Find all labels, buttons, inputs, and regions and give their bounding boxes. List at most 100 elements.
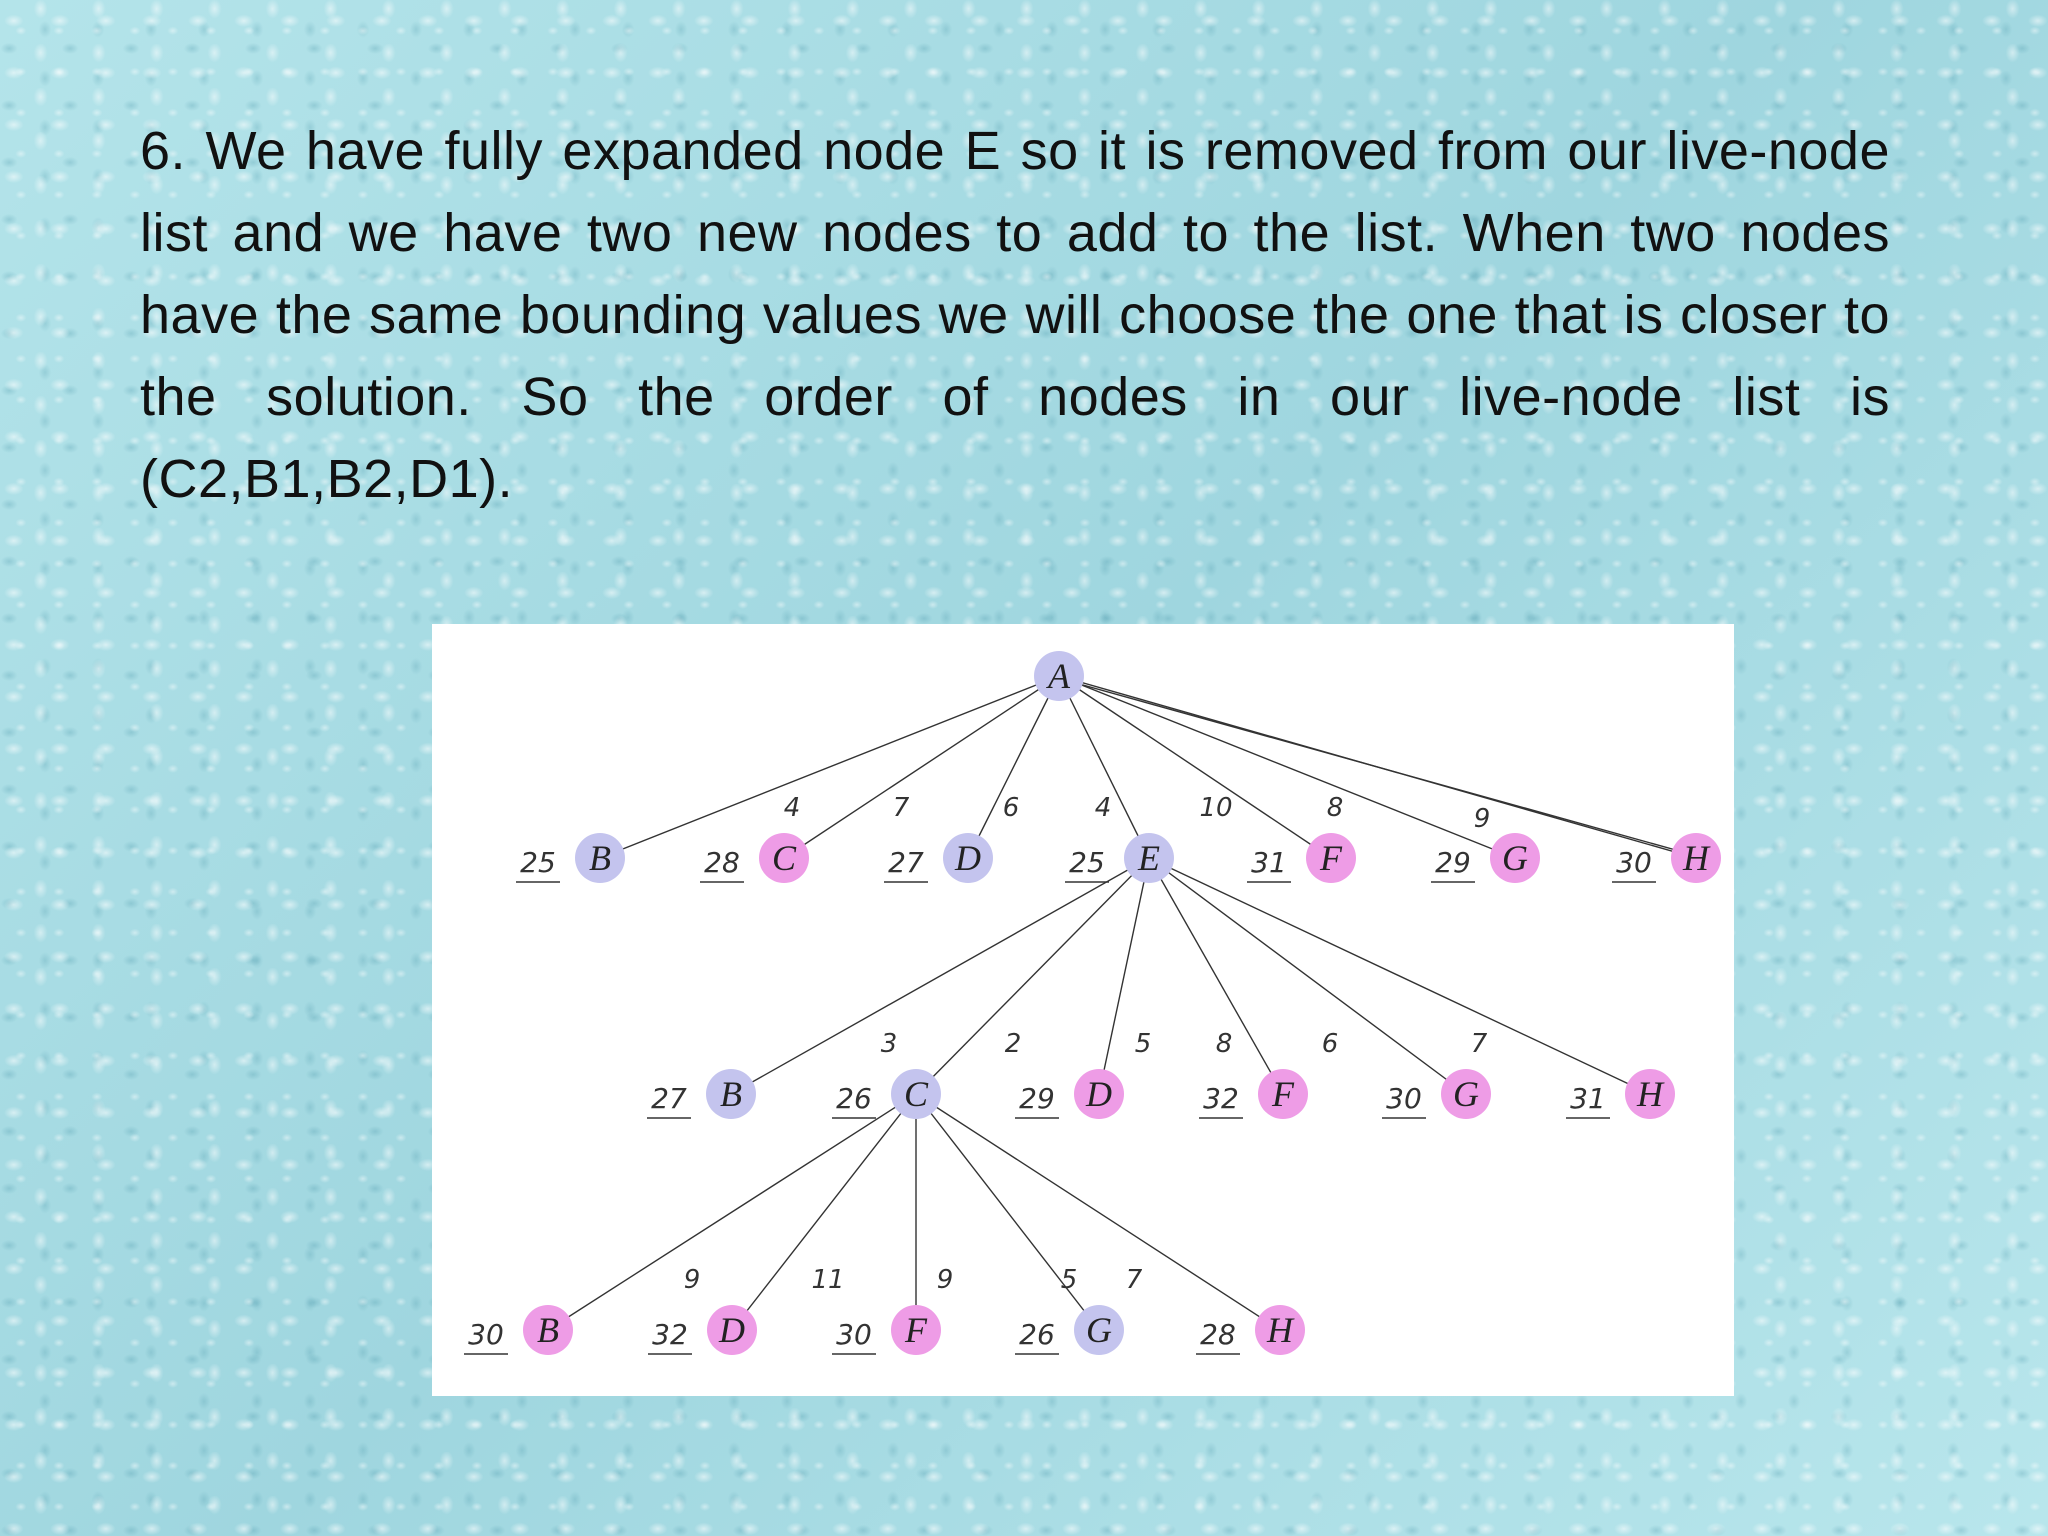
edge-a-h-second [1064, 679, 1691, 855]
node-l1-c-circle [759, 833, 809, 883]
cost-a-e: 6 [1003, 793, 1020, 823]
node-l2-c-label: C [904, 1074, 929, 1114]
node-l2-c: C26 [832, 1069, 941, 1119]
edge-e-h [1148, 857, 1651, 1095]
node-l1-d-bound: 27 [888, 846, 924, 879]
node-l3-f-circle [891, 1305, 941, 1355]
node-l1-b: B 25 [516, 833, 625, 883]
node-l3-g-label: G [1086, 1310, 1112, 1350]
node-l1-b-circle [575, 833, 625, 883]
node-l3-h-circle [1255, 1305, 1305, 1355]
node-l3-b-circle [523, 1305, 573, 1355]
cost-a-d: 7 [893, 793, 910, 823]
node-l1-g-circle [1490, 833, 1540, 883]
node-l2-b-label: B [720, 1074, 742, 1114]
node-l1-d-label: D [954, 838, 981, 878]
cost-c-f: 9 [937, 1265, 954, 1295]
node-l1-g-label: G [1502, 838, 1528, 878]
node-l2-h-bound: 31 [1570, 1082, 1606, 1115]
edge-a-b [599, 675, 1060, 859]
edge-e-b [730, 857, 1150, 1095]
node-l3-b: B 30 [464, 1305, 573, 1355]
tree-edges [547, 675, 1697, 1331]
cost-c-g: 5 [1061, 1265, 1078, 1295]
node-l1-b-label: B [589, 838, 611, 878]
node-l2-f-bound: 32 [1203, 1082, 1239, 1115]
edge-c-d [731, 1093, 917, 1331]
node-a-circle [1034, 651, 1084, 701]
cost-a-h: 8 [1327, 793, 1344, 823]
node-l2-f-circle [1258, 1069, 1308, 1119]
node-l3-h: H 28 [1196, 1305, 1305, 1355]
node-l2-b-bound: 27 [651, 1082, 687, 1115]
node-l1-f: F31 [1247, 833, 1356, 883]
cost-c-b: 9 [684, 1265, 701, 1295]
edge-a-c [783, 675, 1060, 859]
cost-a-g: 10 [1199, 793, 1232, 823]
node-l3-f-label: F [904, 1310, 928, 1350]
node-l2-h-circle [1625, 1069, 1675, 1119]
node-l1-d: D 27 [884, 833, 993, 883]
cost-e-c: 2 [1005, 1029, 1022, 1059]
node-l2-c-circle [891, 1069, 941, 1119]
node-l1-c-bound: 28 [704, 846, 740, 879]
node-l3-h-bound: 28 [1200, 1318, 1236, 1351]
node-l3-b-bound: 30 [468, 1318, 504, 1351]
slide-text: 6. We have fully expanded node E so it i… [140, 121, 1890, 509]
cost-a-c: 4 [784, 793, 801, 823]
node-l3-h-label: H [1266, 1310, 1295, 1350]
edge-c-b [547, 1093, 917, 1331]
node-l3-f-bound: 30 [836, 1318, 872, 1351]
node-l2-f: F 32 [1199, 1069, 1308, 1119]
edge-c-h [915, 1093, 1281, 1331]
node-l1-g-bound: 29 [1435, 846, 1471, 879]
node-l2-h-label: H [1636, 1074, 1665, 1114]
node-l1-e-label: E [1137, 838, 1160, 878]
node-l1-g: G 29 [1431, 833, 1540, 883]
cost-e-f: 8 [1216, 1029, 1233, 1059]
node-l1-f-circle [1306, 833, 1356, 883]
node-l3-f: F 30 [832, 1305, 941, 1355]
node-l3-g-bound: 26 [1019, 1318, 1055, 1351]
edge-a-g [1058, 675, 1516, 859]
edge-e-g [1148, 857, 1467, 1095]
cost-a-h-extra: 9 [1474, 804, 1491, 834]
node-a: A [1034, 651, 1084, 701]
node-l3-b-label: B [537, 1310, 559, 1350]
edge-e-c [915, 857, 1150, 1095]
node-l2-d: D 29 [1015, 1069, 1124, 1119]
cost-e-g: 6 [1322, 1029, 1339, 1059]
node-l1-c-label: C [772, 838, 797, 878]
node-l2-b: B 27 [647, 1069, 756, 1119]
node-l1-e-circle [1124, 833, 1174, 883]
node-l2-b-circle [706, 1069, 756, 1119]
node-l2-d-label: D [1085, 1074, 1112, 1114]
cost-e-d: 5 [1135, 1029, 1152, 1059]
node-l2-d-circle [1074, 1069, 1124, 1119]
node-l2-g-bound: 30 [1386, 1082, 1422, 1115]
cost-e-b: 3 [881, 1029, 898, 1059]
node-l3-d-circle [707, 1305, 757, 1355]
edge-a-e [1058, 675, 1150, 859]
node-l1-e-bound: 25 [1069, 846, 1105, 879]
node-l1-h-label: H [1682, 838, 1711, 878]
cost-c-d: 11 [811, 1265, 844, 1295]
node-l1-d-circle [943, 833, 993, 883]
edge-a-d [967, 675, 1060, 859]
node-l2-g-label: G [1453, 1074, 1479, 1114]
node-l2-f-label: F [1271, 1074, 1295, 1114]
node-l2-g-circle [1441, 1069, 1491, 1119]
node-l1-e: E 25 [1065, 833, 1174, 883]
node-l3-d-label: D [718, 1310, 745, 1350]
node-l1-h-circle [1671, 833, 1721, 883]
edge-e-f [1148, 857, 1284, 1095]
node-l1-h: H 30 [1612, 833, 1721, 883]
node-l1-h-bound: 30 [1616, 846, 1652, 879]
node-l1-b-bound: 25 [520, 846, 556, 879]
node-l2-d-bound: 29 [1019, 1082, 1055, 1115]
node-l1-f-label: F [1319, 838, 1343, 878]
